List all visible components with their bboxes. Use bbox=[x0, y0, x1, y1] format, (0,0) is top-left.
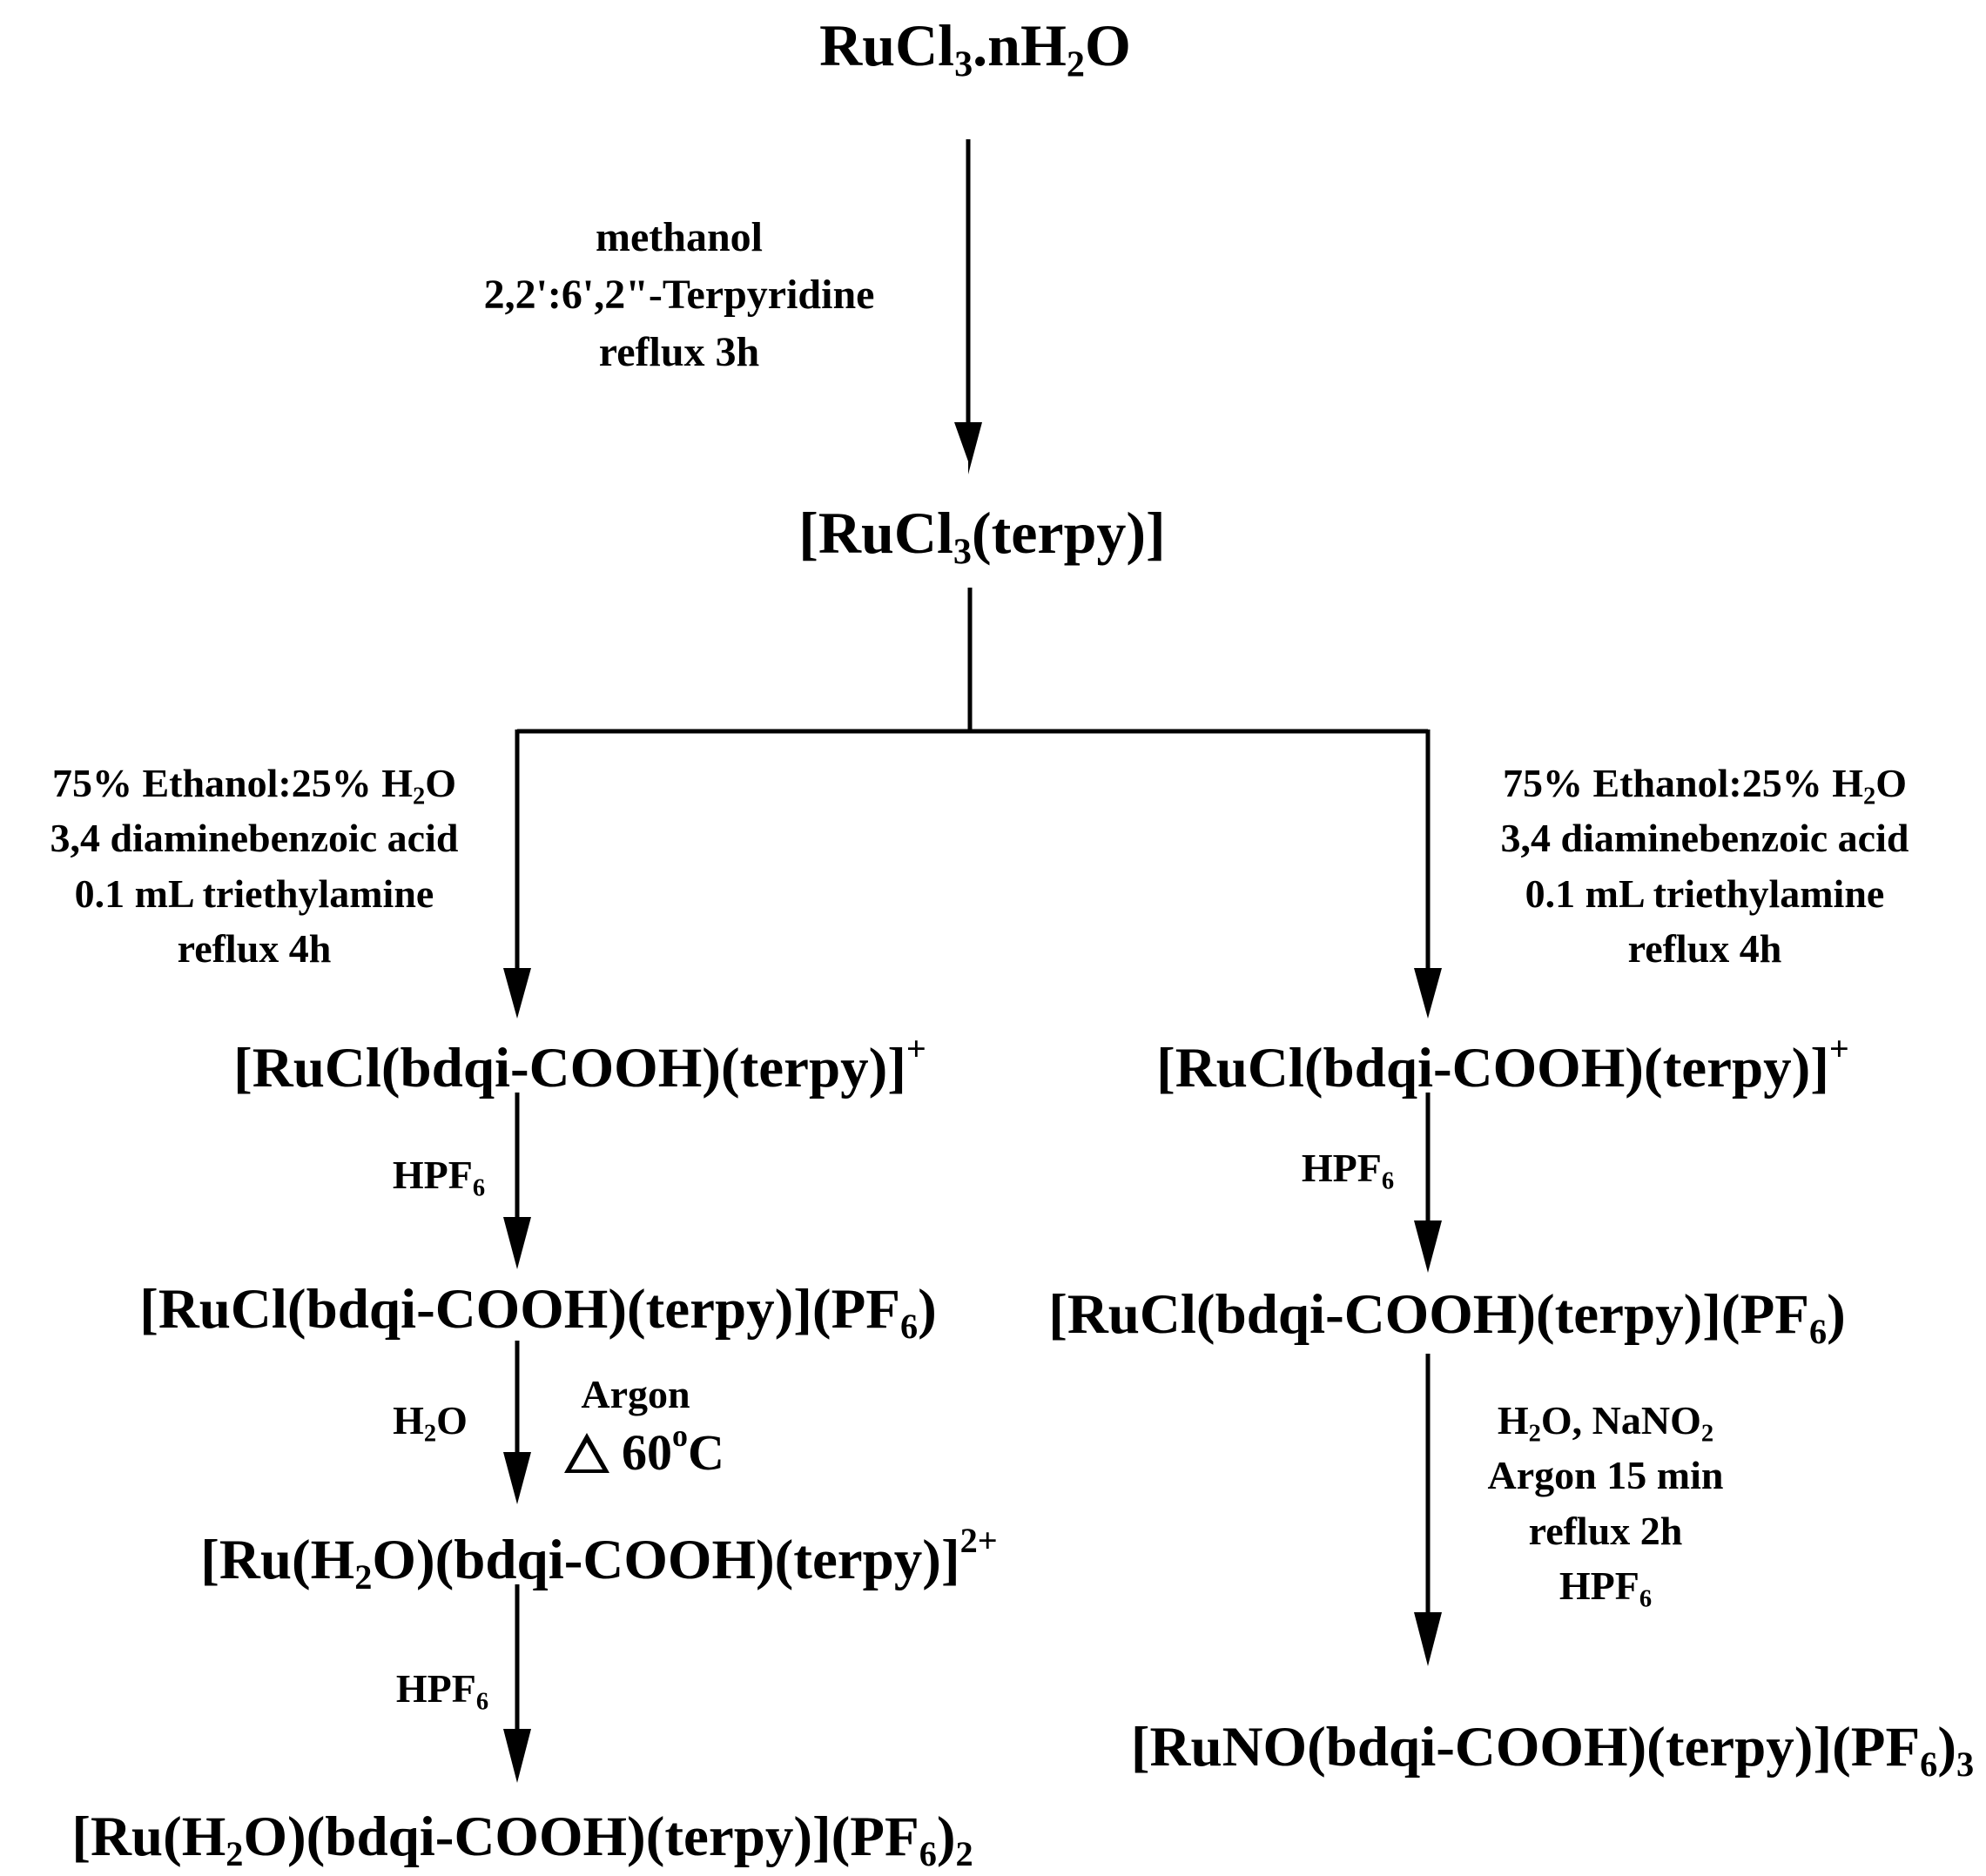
arrowhead-left-hpf6-1 bbox=[503, 1217, 531, 1269]
conditions-step1: methanol 2,2':6',2"-Terpyridine reflux 3… bbox=[484, 209, 875, 382]
condition-line: reflux 4h bbox=[1627, 926, 1782, 972]
condition-left-water: H2O bbox=[393, 1398, 468, 1448]
arrowhead-left-water bbox=[503, 1452, 531, 1504]
compound-right-cation: [RuCl(bdqi-COOH)(terpy)]+ bbox=[1156, 1028, 1849, 1099]
compound-left-aqua-cation: [Ru(H2O)(bdqi-COOH)(terpy)]2+ bbox=[200, 1520, 998, 1597]
compound-left-cation: [RuCl(bdqi-COOH)(terpy)]+ bbox=[233, 1028, 926, 1099]
condition-line: methanol bbox=[596, 214, 763, 260]
compound-left-pf6: [RuCl(bdqi-COOH)(terpy)](PF6) bbox=[139, 1278, 937, 1347]
arrowhead-left-branch bbox=[503, 968, 531, 1019]
compound-rucl3-terpy: [RuCl3(terpy)] bbox=[798, 500, 1166, 573]
condition-left-hpf6-1: HPF6 bbox=[392, 1153, 486, 1202]
compound-left-aqua-pf6: [Ru(H2O)(bdqi-COOH)(terpy)](PF6)2 bbox=[71, 1805, 973, 1874]
arrowhead-right-hpf6-1 bbox=[1414, 1220, 1442, 1273]
arrowhead-step1 bbox=[954, 422, 982, 474]
arrowhead-left-hpf6-2 bbox=[503, 1729, 531, 1783]
condition-left-argon: Argon bbox=[581, 1372, 690, 1416]
condition-line: 0.1 mL triethylamine bbox=[1525, 871, 1885, 916]
condition-line: reflux 4h bbox=[177, 926, 332, 972]
condition-line: reflux 3h bbox=[598, 329, 760, 376]
condition-left-hpf6-2: HPF6 bbox=[395, 1666, 489, 1716]
condition-right-hpf6-1: HPF6 bbox=[1301, 1146, 1395, 1195]
compound-rucl3-hydrate: RuCl3.nH2O bbox=[819, 12, 1131, 85]
condition-line: 0.1 mL triethylamine bbox=[74, 871, 434, 916]
compound-right-pf6: [RuCl(bdqi-COOH)(terpy)](PF6) bbox=[1048, 1283, 1846, 1352]
conditions-right-final: H2O, NaNO2 Argon 15 min reflux 2h HPF6 bbox=[1487, 1398, 1724, 1613]
arrowhead-right-branch bbox=[1414, 968, 1442, 1019]
condition-line: 2,2':6',2"-Terpyridine bbox=[483, 272, 875, 319]
condition-line: Argon 15 min bbox=[1487, 1453, 1724, 1498]
condition-left-heat: 60oC bbox=[564, 1420, 724, 1478]
conditions-left-branch: 75% Ethanol:25% H2O 3,4 diaminebenzoic a… bbox=[50, 756, 459, 977]
compound-right-nitrosyl: [RuNO(bdqi-COOH)(terpy)](PF6)3 bbox=[1130, 1716, 1975, 1785]
conditions-right-branch: 75% Ethanol:25% H2O 3,4 diaminebenzoic a… bbox=[1501, 756, 1909, 977]
heat-delta-icon bbox=[564, 1433, 609, 1473]
arrowhead-right-final bbox=[1414, 1612, 1442, 1666]
condition-line: 3,4 diaminebenzoic acid bbox=[1500, 816, 1909, 861]
condition-line: 3,4 diaminebenzoic acid bbox=[50, 816, 459, 861]
condition-line: reflux 2h bbox=[1528, 1508, 1683, 1553]
